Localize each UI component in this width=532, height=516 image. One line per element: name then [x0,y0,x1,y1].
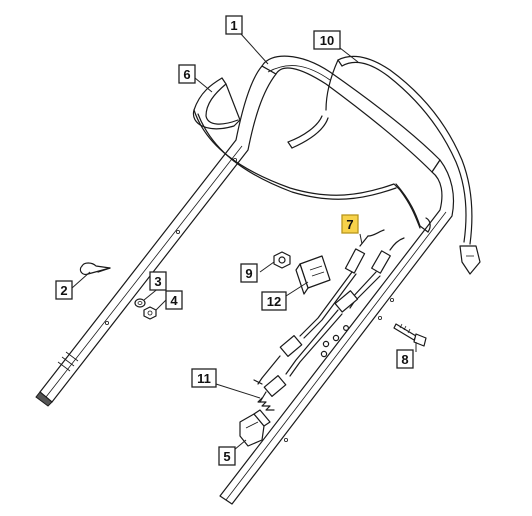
callout-2: 2 [55,280,73,300]
callout-7: 7 [341,214,359,234]
part-3-washer [134,298,146,308]
svg-text:4: 4 [170,293,178,308]
part-11-cable [257,237,405,411]
part-4-nut [143,306,157,320]
callout-3: 3 [149,271,167,291]
part-12-clip [295,255,331,295]
svg-text:6: 6 [183,67,190,82]
svg-text:2: 2 [60,283,67,298]
svg-text:12: 12 [267,294,281,309]
part-6-bail-wire [192,77,431,233]
svg-text:8: 8 [401,352,408,367]
part-9-nut [273,251,291,269]
callout-8: 8 [396,349,414,369]
svg-text:9: 9 [245,266,252,281]
part-2-clip-pin [79,262,111,275]
callout-9: 9 [240,263,258,283]
svg-text:7: 7 [346,217,353,232]
callout-1: 1 [225,15,243,35]
cable-rings [320,325,350,358]
svg-text:11: 11 [197,371,211,386]
part-8-bolt [393,323,427,347]
svg-text:1: 1 [230,18,237,33]
part-5-knob [239,409,271,447]
svg-text:5: 5 [223,449,230,464]
svg-text:3: 3 [154,274,161,289]
callout-11: 11 [191,368,217,388]
callout-10: 10 [313,30,341,50]
callout-4: 4 [165,290,183,310]
callout-12: 12 [261,291,287,311]
part-7-cable [253,229,385,385]
part-10-drive-bail [325,55,481,275]
callout-5: 5 [218,446,236,466]
svg-text:10: 10 [320,33,334,48]
callout-6: 6 [178,64,196,84]
